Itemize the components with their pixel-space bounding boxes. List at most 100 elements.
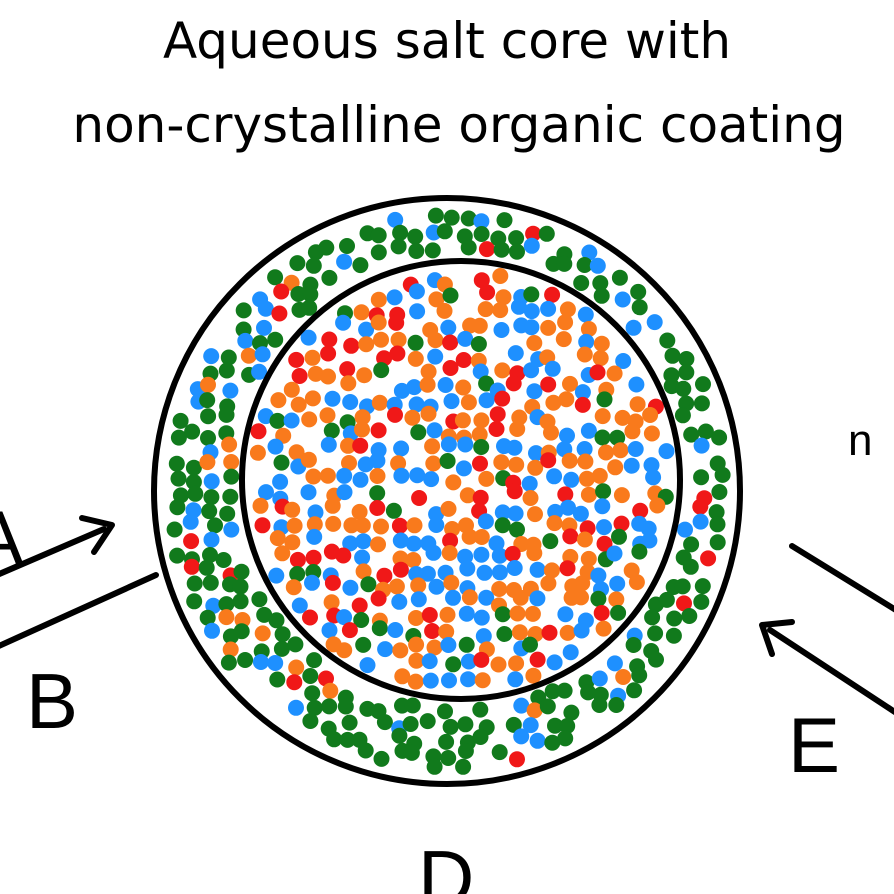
particle xyxy=(321,331,338,348)
particle xyxy=(323,422,340,439)
particle xyxy=(377,641,394,658)
particle xyxy=(523,286,540,303)
particle xyxy=(580,422,597,439)
particle xyxy=(199,454,216,471)
particle xyxy=(508,456,525,473)
particle xyxy=(306,652,323,669)
particle xyxy=(493,322,510,338)
particle xyxy=(187,485,204,502)
particle xyxy=(580,684,597,701)
label-d: D xyxy=(418,834,474,894)
particle xyxy=(357,742,374,759)
particle xyxy=(611,269,628,286)
particle xyxy=(632,502,649,519)
label-n-partial: n xyxy=(848,416,872,465)
particle xyxy=(665,627,682,644)
particle xyxy=(237,332,254,349)
particle xyxy=(369,452,386,469)
particle xyxy=(304,685,321,702)
particle xyxy=(373,750,390,767)
particle xyxy=(436,223,453,240)
particle xyxy=(288,351,305,368)
particle xyxy=(529,590,546,607)
particle xyxy=(336,609,353,626)
particle xyxy=(305,468,322,485)
particle xyxy=(509,243,525,260)
particle xyxy=(610,604,627,621)
particle xyxy=(445,474,462,491)
particle xyxy=(390,238,407,255)
particle xyxy=(289,566,306,582)
particle xyxy=(443,393,460,410)
particle xyxy=(199,392,216,409)
particle xyxy=(442,718,459,735)
particle xyxy=(642,407,659,423)
particle xyxy=(457,436,474,453)
particle xyxy=(493,241,510,258)
particle xyxy=(438,623,455,640)
particle xyxy=(369,485,386,502)
particle xyxy=(631,543,648,560)
particle xyxy=(491,564,508,581)
particle xyxy=(388,578,405,595)
particle xyxy=(203,348,220,365)
particle xyxy=(376,567,393,584)
particle xyxy=(523,362,540,379)
particle xyxy=(578,333,595,350)
particle xyxy=(267,331,284,348)
particle xyxy=(476,564,493,581)
particle xyxy=(509,421,526,437)
particle xyxy=(304,390,321,407)
particle xyxy=(269,412,286,429)
particle xyxy=(510,298,527,315)
particle xyxy=(420,405,437,422)
particle xyxy=(629,396,646,413)
particle xyxy=(574,575,591,592)
particle xyxy=(203,489,220,506)
particle xyxy=(420,363,437,380)
particle xyxy=(700,550,717,567)
particle xyxy=(478,375,495,392)
particle xyxy=(546,654,563,671)
particle xyxy=(643,425,660,442)
particle xyxy=(580,486,597,503)
particle xyxy=(494,517,511,534)
particle xyxy=(641,532,658,549)
particle xyxy=(646,314,663,331)
particle xyxy=(574,396,591,413)
particle xyxy=(693,395,710,412)
particle xyxy=(170,470,187,487)
particle xyxy=(342,535,359,552)
particle xyxy=(335,547,352,564)
particle xyxy=(595,483,612,500)
particle xyxy=(591,467,608,484)
particle xyxy=(307,504,324,521)
particle xyxy=(614,409,631,426)
particle xyxy=(640,520,657,537)
particle xyxy=(355,533,372,550)
arrow-a xyxy=(0,515,115,577)
particle xyxy=(576,441,593,457)
particle xyxy=(528,445,544,462)
particle xyxy=(424,623,441,639)
particle xyxy=(408,652,425,669)
particle xyxy=(674,578,691,595)
particle xyxy=(232,593,249,610)
particle xyxy=(693,593,710,610)
particle xyxy=(254,517,271,534)
particle xyxy=(252,497,269,514)
particle xyxy=(589,257,606,274)
particle xyxy=(648,651,664,668)
particle xyxy=(458,636,475,653)
particle xyxy=(428,578,445,595)
particle xyxy=(419,713,436,730)
particle xyxy=(325,515,342,532)
particle xyxy=(186,575,203,592)
particle xyxy=(290,396,307,413)
particle xyxy=(529,732,546,749)
particle xyxy=(540,452,557,469)
particle xyxy=(557,314,574,331)
particle xyxy=(612,442,629,459)
